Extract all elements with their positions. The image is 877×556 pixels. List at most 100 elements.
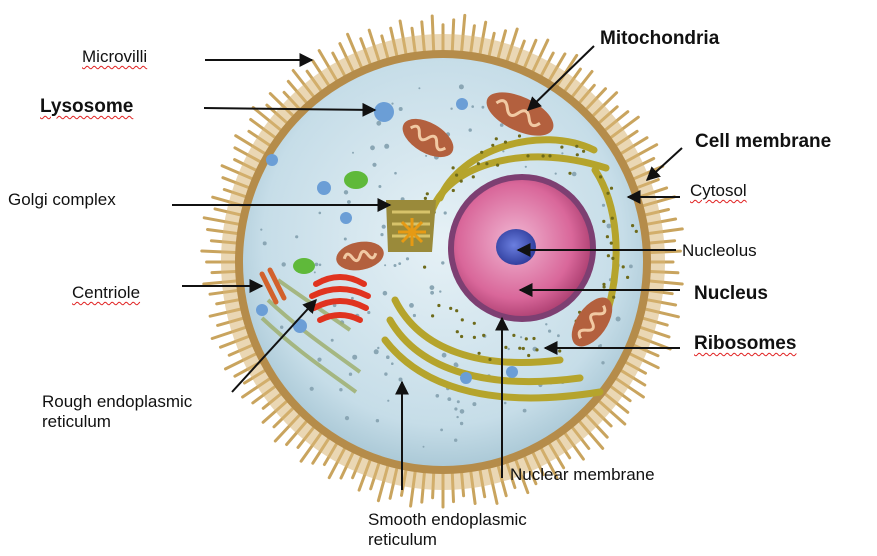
- ribosome: [455, 309, 458, 312]
- ribosome: [527, 354, 530, 357]
- granule: [523, 409, 527, 413]
- granule: [508, 348, 510, 350]
- ribosome: [488, 358, 491, 361]
- ribosome: [535, 348, 538, 351]
- granule: [339, 388, 342, 391]
- granule: [386, 355, 390, 359]
- granule: [545, 323, 547, 325]
- granule: [430, 291, 434, 295]
- ribosome: [426, 192, 429, 195]
- label-ribosomes: Ribosomes: [694, 333, 796, 355]
- granule: [370, 145, 375, 150]
- granule: [280, 326, 283, 329]
- granule: [352, 152, 354, 154]
- ribosome: [635, 230, 638, 233]
- ribosome: [602, 220, 605, 223]
- granule: [376, 419, 379, 422]
- granule: [454, 407, 457, 410]
- ribosome: [622, 265, 625, 268]
- ribosome: [606, 192, 609, 195]
- ribosome: [532, 337, 535, 340]
- granule: [391, 103, 393, 105]
- granule: [504, 402, 507, 405]
- ribosome: [431, 314, 434, 317]
- granule: [548, 330, 551, 333]
- granule: [455, 364, 458, 367]
- granule: [602, 204, 605, 207]
- granule: [352, 355, 357, 360]
- granule: [572, 172, 577, 177]
- ribosome: [423, 266, 426, 269]
- granule: [629, 265, 633, 269]
- granule: [457, 400, 460, 403]
- granule: [520, 336, 522, 338]
- granule: [440, 429, 443, 432]
- granule: [502, 150, 504, 152]
- label-nuclear-membrane: Nuclear membrane: [510, 465, 655, 485]
- granule: [384, 264, 386, 266]
- granule: [423, 446, 425, 448]
- ribosome: [512, 334, 515, 337]
- label-nucleolus: Nucleolus: [682, 241, 757, 261]
- granule: [472, 402, 476, 406]
- granule: [345, 416, 349, 420]
- ribosome: [455, 174, 458, 177]
- ribosome: [599, 175, 602, 178]
- label-cell-membrane: Cell membrane: [695, 131, 831, 153]
- ribosome: [522, 347, 525, 350]
- ribosome: [424, 197, 427, 200]
- ribosome: [449, 307, 452, 310]
- granule: [331, 339, 334, 342]
- ribosome: [460, 180, 463, 183]
- ribosome: [518, 134, 521, 137]
- granule: [482, 106, 485, 109]
- granule: [367, 311, 370, 314]
- granule: [398, 262, 401, 265]
- granule: [454, 439, 457, 442]
- granule: [406, 257, 409, 260]
- granule: [319, 212, 322, 215]
- ribosome: [495, 137, 498, 140]
- granule: [319, 264, 322, 267]
- label-lysosome: Lysosome: [40, 96, 133, 118]
- ribosome: [631, 224, 634, 227]
- ribosome: [460, 335, 463, 338]
- granule: [413, 314, 416, 317]
- granule: [376, 121, 381, 126]
- label-nucleus: Nucleus: [694, 283, 768, 305]
- ribosome: [560, 146, 563, 149]
- ribosome: [482, 334, 485, 337]
- label-rough-er: Rough endoplasmic reticulum: [42, 392, 282, 431]
- granule: [471, 105, 474, 108]
- granule: [555, 173, 557, 175]
- granule: [344, 190, 348, 194]
- granule: [442, 353, 447, 358]
- granule: [391, 362, 394, 365]
- granule: [459, 84, 464, 89]
- ribosome: [575, 145, 578, 148]
- ribosome: [477, 162, 480, 165]
- granule: [399, 107, 403, 111]
- ribosome: [606, 235, 609, 238]
- granule: [460, 409, 465, 414]
- ribosome: [485, 162, 488, 165]
- ribosome: [480, 151, 483, 154]
- granule: [456, 416, 458, 418]
- granule: [394, 264, 397, 267]
- granule: [282, 262, 286, 266]
- ribosome: [610, 187, 613, 190]
- ribosome: [611, 257, 614, 260]
- label-golgi-complex: Golgi complex: [8, 190, 116, 210]
- ribosome: [452, 166, 455, 169]
- granule: [317, 358, 321, 362]
- granule: [383, 291, 388, 296]
- granule: [349, 373, 352, 376]
- granule: [378, 185, 381, 188]
- granule: [315, 263, 319, 267]
- granule: [469, 128, 472, 131]
- granule: [394, 172, 397, 175]
- ribosome: [472, 175, 475, 178]
- ribosome: [478, 352, 481, 355]
- granule: [263, 241, 267, 245]
- ribosome: [610, 242, 613, 245]
